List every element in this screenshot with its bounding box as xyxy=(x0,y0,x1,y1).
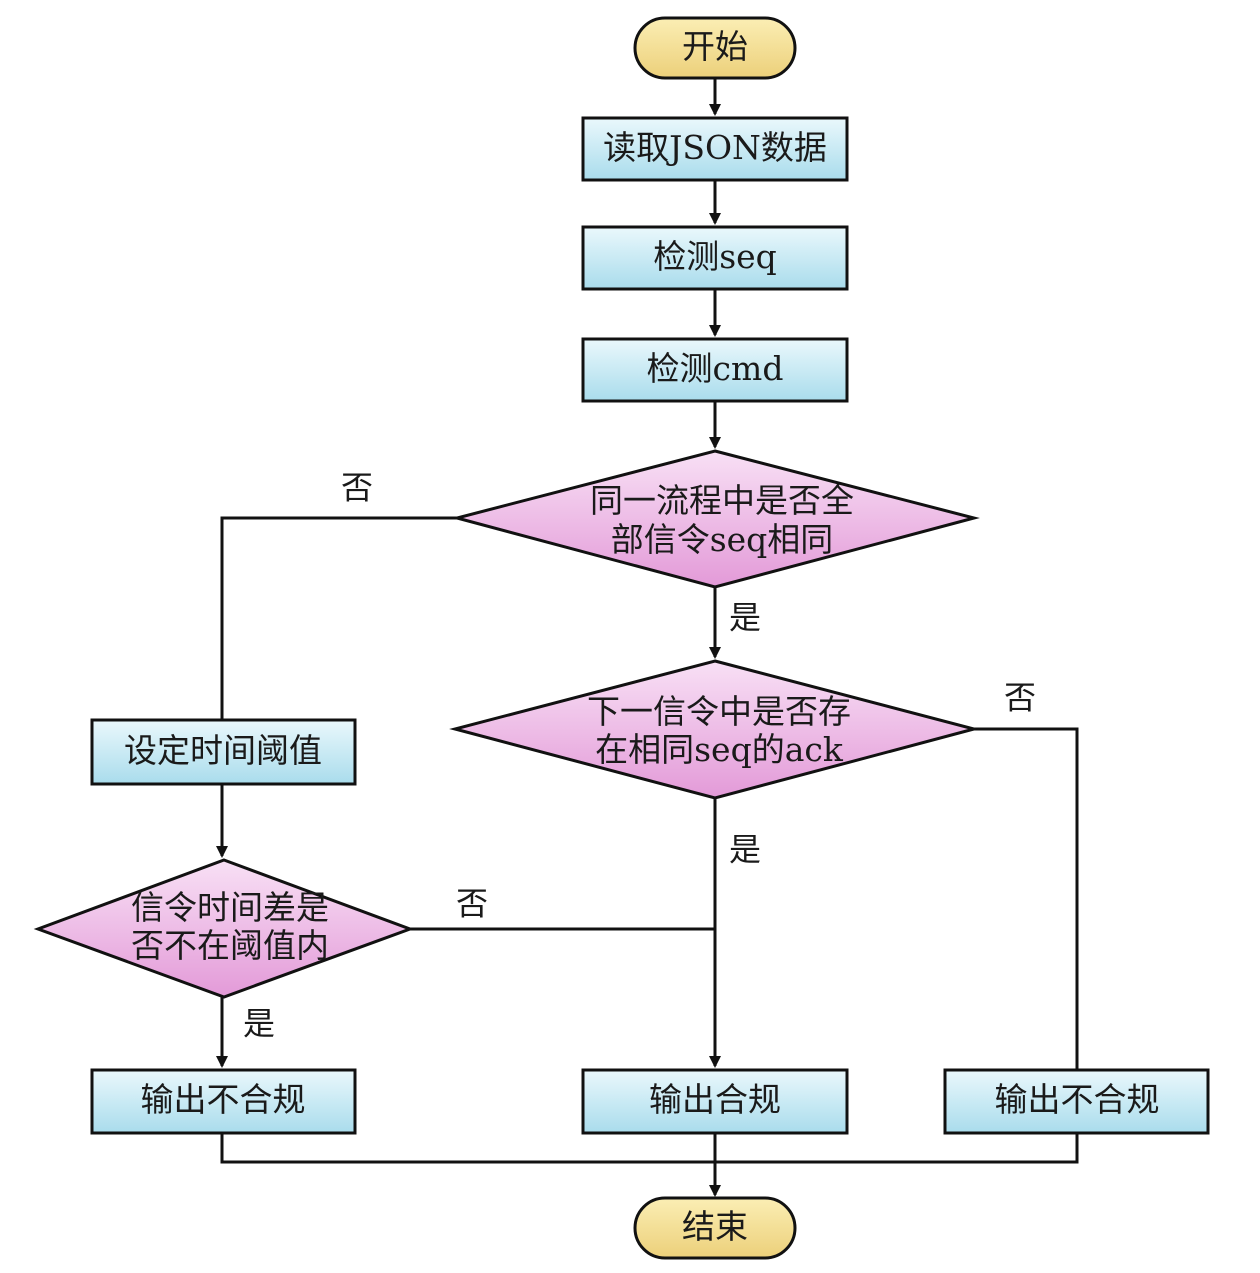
check-seq-label: 检测seq xyxy=(653,237,777,276)
arrow-decision1-no xyxy=(220,516,457,720)
output-noncompliant-left-box: 输出不合规 xyxy=(90,1068,357,1135)
read-json-box: 读取JSON数据 xyxy=(581,116,849,182)
decision-same-seq-line1: 同一流程中是否全 xyxy=(590,481,854,520)
start-label: 开始 xyxy=(682,27,748,66)
output-compliant-label: 输出合规 xyxy=(649,1080,781,1119)
check-seq-box: 检测seq xyxy=(581,225,849,291)
start-node: 开始 xyxy=(633,16,797,80)
end-label: 结束 xyxy=(682,1207,748,1246)
edge-label-time-diff-no: 否 xyxy=(456,885,488,923)
output-noncompliant-right-box: 输出不合规 xyxy=(943,1068,1210,1135)
decision-next-ack: 下一信令中是否存 在相同seq的ack xyxy=(449,659,980,800)
check-cmd-label: 检测cmd xyxy=(647,349,784,388)
edge-label-next-ack-yes: 是 xyxy=(729,831,761,869)
end-node: 结束 xyxy=(633,1196,797,1260)
set-threshold-box: 设定时间阈值 xyxy=(90,718,357,786)
output-noncompliant-left-label: 输出不合规 xyxy=(141,1080,306,1119)
edge-label-time-diff-yes: 是 xyxy=(243,1005,275,1043)
arrow-decision2-no xyxy=(974,727,1079,1070)
set-threshold-label: 设定时间阈值 xyxy=(124,731,322,770)
edge-label-same-seq-yes: 是 xyxy=(729,599,761,637)
output-compliant-box: 输出合规 xyxy=(581,1068,849,1135)
decision-next-ack-line1: 下一信令中是否存 xyxy=(587,692,851,731)
check-cmd-box: 检测cmd xyxy=(581,337,849,403)
read-json-label: 读取JSON数据 xyxy=(603,128,827,167)
edge-label-same-seq-no: 否 xyxy=(341,469,373,507)
decision-time-diff-line2: 否不在阈值内 xyxy=(131,926,329,965)
edge-label-next-ack-no: 否 xyxy=(1004,679,1036,717)
output-noncompliant-right-label: 输出不合规 xyxy=(995,1080,1160,1119)
decision-time-diff: 信令时间差是 否不在阈值内 xyxy=(33,858,415,999)
decision-same-seq-line2: 部信令seq相同 xyxy=(611,520,834,559)
decision-next-ack-line2: 在相同seq的ack xyxy=(595,730,844,769)
decision-same-seq: 同一流程中是否全 部信令seq相同 xyxy=(451,449,980,589)
merge-line-bottom xyxy=(220,1133,1079,1164)
decision-time-diff-line1: 信令时间差是 xyxy=(131,888,329,927)
